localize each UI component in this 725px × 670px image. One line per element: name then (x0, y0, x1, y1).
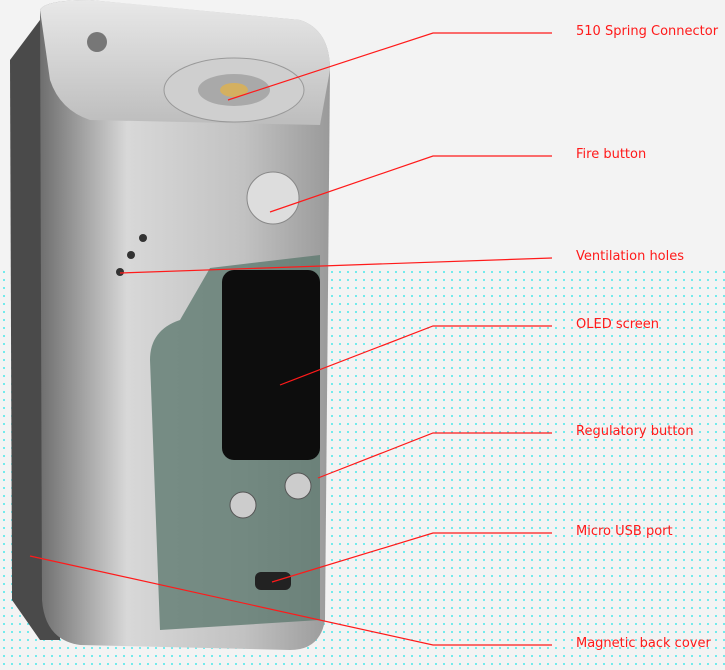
connector-pin (220, 83, 248, 97)
callout-lines (29, 32, 553, 646)
callout-regulatory-button: Regulatory button (576, 424, 694, 439)
fire-button (246, 171, 300, 225)
callout-fire-button: Fire button (576, 147, 647, 162)
regulatory-button-plus (284, 472, 312, 500)
callout-oled-screen: OLED screen (576, 317, 660, 332)
micro-usb-port (255, 572, 291, 590)
vent-hole (116, 268, 124, 276)
vent-hole (127, 251, 135, 259)
callout-510-spring-connector: 510 Spring Connector (576, 24, 719, 39)
oled-screen (222, 270, 320, 460)
logo-icon (87, 32, 107, 52)
vent-hole (139, 234, 147, 242)
callout-micro-usb-port: Micro USB port (576, 524, 673, 539)
callout-ventilation-holes: Ventilation holes (576, 249, 685, 264)
regulatory-button-minus (229, 491, 257, 519)
callout-magnetic-back-cover: Magnetic back cover (576, 636, 711, 651)
